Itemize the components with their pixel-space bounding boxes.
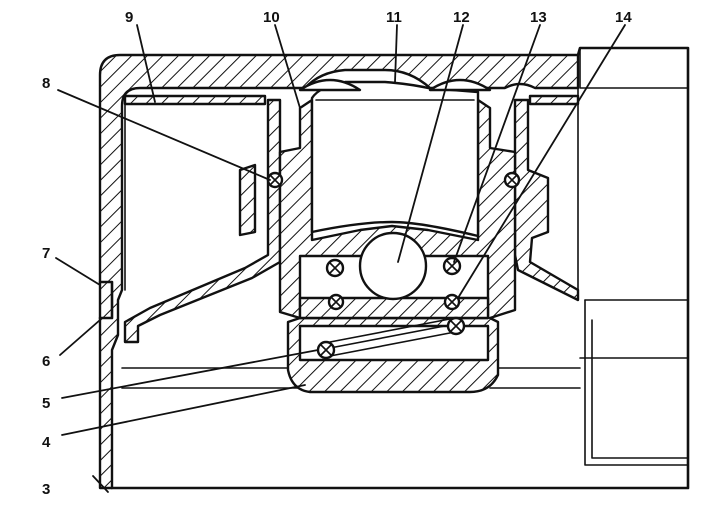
check-ball <box>358 231 428 301</box>
callout-12: 12 <box>453 9 470 26</box>
callout-7: 7 <box>42 245 50 262</box>
callout-8: 8 <box>42 75 50 92</box>
spring <box>316 316 466 360</box>
callout-14: 14 <box>615 9 632 26</box>
callout-11: 11 <box>386 9 402 26</box>
callout-9: 9 <box>125 9 133 26</box>
diaphragm-assembly <box>98 94 282 344</box>
leader-lines <box>55 24 626 493</box>
piston <box>298 78 492 238</box>
callout-labels: 3 4 5 6 7 8 9 10 11 12 13 14 <box>42 9 632 498</box>
callout-5: 5 <box>42 395 50 412</box>
callout-6: 6 <box>42 353 50 370</box>
callout-10: 10 <box>263 9 280 26</box>
callout-4: 4 <box>42 434 51 451</box>
callout-13: 13 <box>530 9 547 26</box>
right-flange <box>513 94 580 302</box>
callout-3: 3 <box>42 481 50 498</box>
